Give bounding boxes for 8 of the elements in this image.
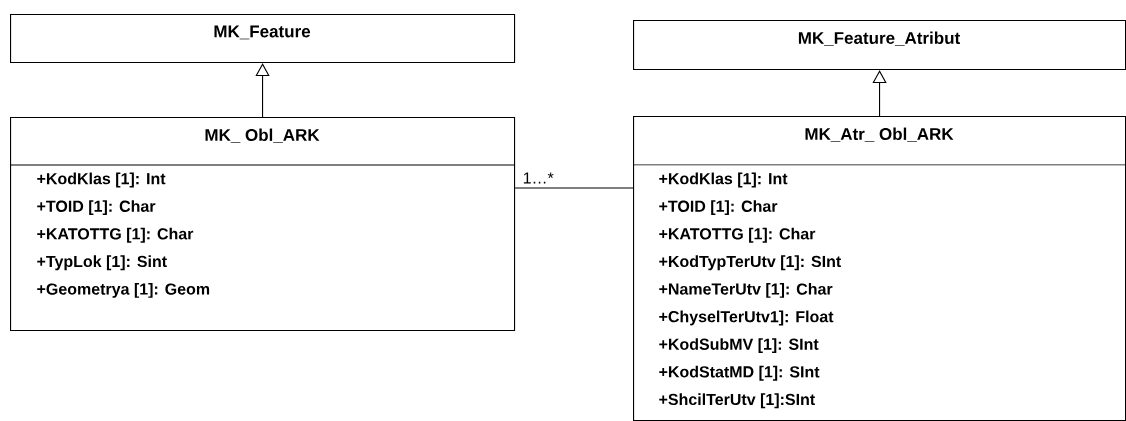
class-box: MK_Feature [10,14,516,64]
class-box: MK_ Obl_ARK +KodKlas [1]: Int +TOID [1]: Char +KATOTTG [1]: Char +TypLok [1]: Sint +Geometrya [1]: Geom [9,117,516,332]
association-line [514,187,634,189]
edge-label: 1…* [523,172,554,184]
class-box: MK_Atr_ Obl_ARK +KodKlas [1]: Int +TOID [1]: Char +KATOTTG [1]: Char +KodTypTerUtv [1]: SInt +NameTerUtv [1]: Char +ChyselTerUtv1]: Float +KodSubMV [1]: SInt +KodStatMD [1]: SInt +ShcilTerUtv [1]:SInt [632,116,1126,421]
class-box: MK_Feature_Atribut [633,20,1126,71]
generalization-arrow [872,70,887,117]
generalization-arrow [255,63,270,118]
